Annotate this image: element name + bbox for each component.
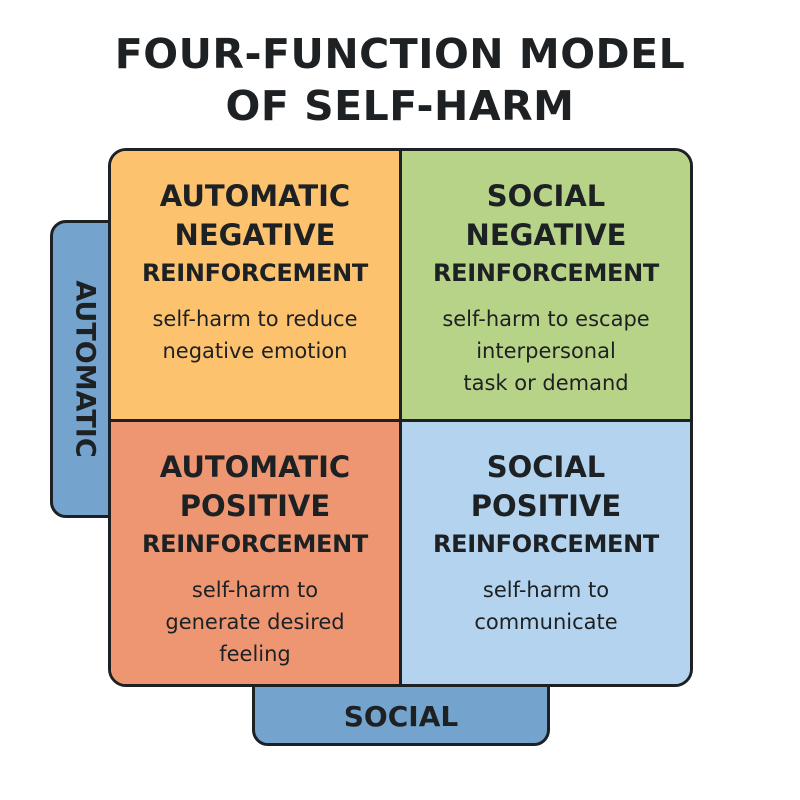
description-line: generate desired xyxy=(165,610,345,634)
description-line: interpersonal xyxy=(476,339,616,363)
quadrant-title: AUTOMATIC NEGATIVE REINFORCEMENT xyxy=(111,151,399,291)
quadrant-automatic-positive: AUTOMATIC POSITIVE REINFORCEMENT self-ha… xyxy=(111,422,402,684)
description-line: self-harm to escape xyxy=(442,307,650,331)
description-line: communicate xyxy=(474,610,618,634)
quadrant-title: AUTOMATIC POSITIVE REINFORCEMENT xyxy=(111,422,399,562)
automatic-axis-label: AUTOMATIC xyxy=(69,280,101,458)
description-line: task or demand xyxy=(463,371,629,395)
quadrant-description: self-harm to reduce negative emotion xyxy=(111,303,399,367)
quadrant-title-line: NEGATIVE xyxy=(174,218,336,252)
quadrant-title-line: SOCIAL xyxy=(486,450,606,484)
description-line: feeling xyxy=(219,642,291,666)
description-line: self-harm to xyxy=(482,578,610,602)
quadrant-title-line: REINFORCEMENT xyxy=(141,530,368,558)
quadrant-title-line: POSITIVE xyxy=(470,489,622,523)
description-line: self-harm to xyxy=(191,578,319,602)
quadrant-social-negative: SOCIAL NEGATIVE REINFORCEMENT self-harm … xyxy=(402,151,690,422)
description-line: self-harm to reduce xyxy=(152,307,358,331)
quadrant-grid: AUTOMATIC NEGATIVE REINFORCEMENT self-ha… xyxy=(108,148,693,687)
quadrant-title-line: SOCIAL xyxy=(486,179,606,213)
quadrant-title-line: REINFORCEMENT xyxy=(432,530,659,558)
quadrant-description: self-harm to generate desired feeling xyxy=(111,574,399,670)
quadrant-social-positive: SOCIAL POSITIVE REINFORCEMENT self-harm … xyxy=(402,422,690,684)
quadrant-title: SOCIAL NEGATIVE REINFORCEMENT xyxy=(402,151,690,291)
quadrant-description: self-harm to communicate xyxy=(402,574,690,638)
title-line-2: OF SELF-HARM xyxy=(225,82,575,130)
social-axis-tab: SOCIAL xyxy=(252,676,550,746)
description-line: negative emotion xyxy=(162,339,348,363)
quadrant-title-line: AUTOMATIC xyxy=(159,450,351,484)
quadrant-automatic-negative: AUTOMATIC NEGATIVE REINFORCEMENT self-ha… xyxy=(111,151,402,422)
title-line-1: FOUR-FUNCTION MODEL xyxy=(114,30,686,78)
diagram-title: FOUR-FUNCTION MODEL OF SELF-HARM xyxy=(0,28,800,132)
social-axis-label: SOCIAL xyxy=(343,700,459,733)
quadrant-title-line: REINFORCEMENT xyxy=(141,259,368,287)
quadrant-title-line: POSITIVE xyxy=(179,489,331,523)
quadrant-title: SOCIAL POSITIVE REINFORCEMENT xyxy=(402,422,690,562)
quadrant-description: self-harm to escape interpersonal task o… xyxy=(402,303,690,399)
quadrant-title-line: REINFORCEMENT xyxy=(432,259,659,287)
quadrant-title-line: NEGATIVE xyxy=(465,218,627,252)
quadrant-title-line: AUTOMATIC xyxy=(159,179,351,213)
